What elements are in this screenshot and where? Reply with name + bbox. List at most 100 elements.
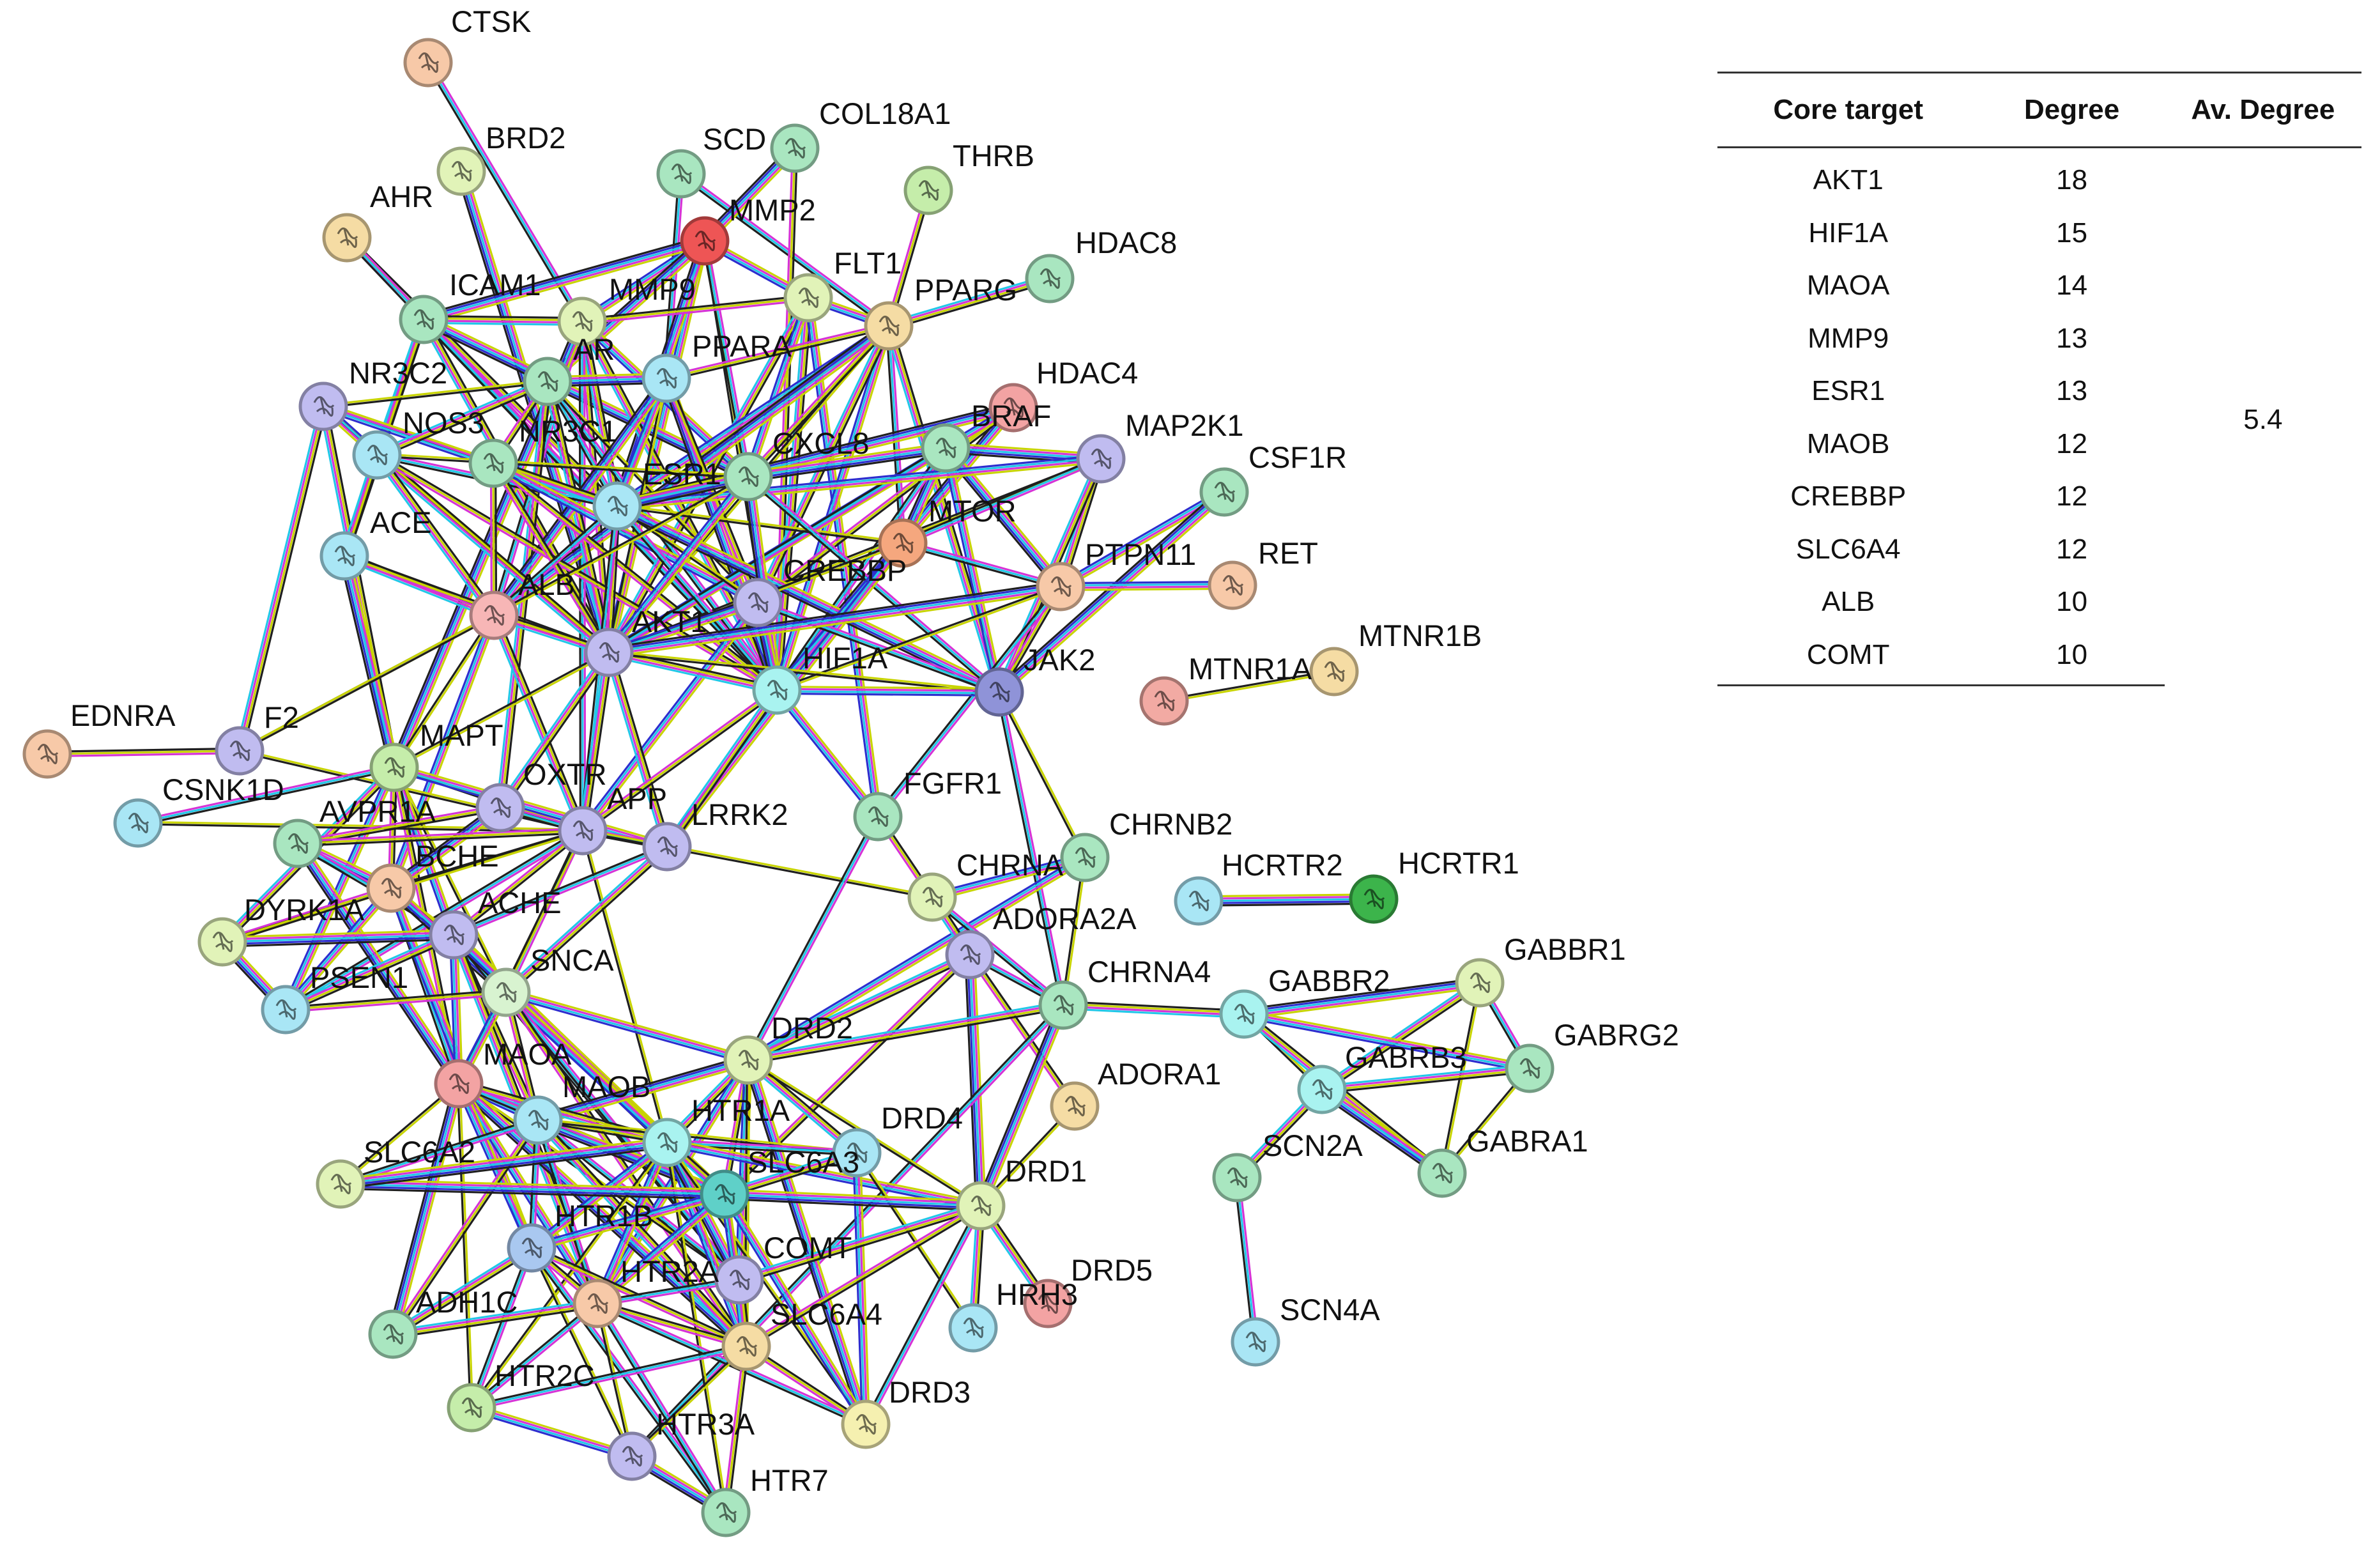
node-ptpn11[interactable]: PTPN11 xyxy=(1036,537,1196,612)
node-label-nr3c2: NR3C2 xyxy=(349,356,447,390)
node-scd[interactable]: SCD xyxy=(656,122,766,199)
node-fgfr1[interactable]: FGFR1 xyxy=(853,766,1002,842)
node-mmp2[interactable]: MMP2 xyxy=(680,193,816,266)
node-nos3[interactable]: NOS3 xyxy=(352,406,484,480)
node-hdac8[interactable]: HDAC8 xyxy=(1025,226,1177,304)
edge-strand xyxy=(582,321,620,506)
edge-strand xyxy=(1063,1003,1245,1014)
node-label-htr1a: HTR1A xyxy=(691,1093,790,1127)
node-slc6a4[interactable]: SLC6A4 xyxy=(721,1297,882,1371)
cell-degree: 15 xyxy=(2056,217,2088,249)
node-ppara[interactable]: PPARA xyxy=(641,329,792,403)
node-chrna4[interactable]: CHRNA4 xyxy=(1038,955,1211,1030)
node-drd1[interactable]: DRD1 xyxy=(956,1154,1087,1231)
node-adh1c[interactable]: ADH1C xyxy=(368,1285,518,1359)
node-ache[interactable]: ACHE xyxy=(429,886,562,960)
edge-strand xyxy=(608,652,999,695)
node-icam1[interactable]: ICAM1 xyxy=(399,268,541,344)
node-csnk1d[interactable]: CSNK1D xyxy=(113,773,284,848)
node-dyrk1a[interactable]: DYRK1A xyxy=(197,893,365,967)
node-drd4[interactable]: DRD4 xyxy=(832,1101,963,1178)
node-flt1[interactable]: FLT1 xyxy=(783,246,902,323)
node-maoa[interactable]: MAOA xyxy=(434,1037,572,1109)
node-adora2a[interactable]: ADORA2A xyxy=(945,902,1137,980)
node-f2[interactable]: F2 xyxy=(215,700,299,776)
node-drd3[interactable]: DRD3 xyxy=(841,1375,971,1449)
node-slc6a2[interactable]: SLC6A2 xyxy=(316,1135,475,1209)
node-label-hdac4: HDAC4 xyxy=(1036,356,1138,390)
edge-strand xyxy=(580,687,776,830)
protein-structure-icon xyxy=(572,820,594,841)
node-nr3c1[interactable]: NR3C1 xyxy=(468,414,617,488)
node-hdac4[interactable]: HDAC4 xyxy=(988,356,1138,433)
edge-strand xyxy=(1063,1001,1245,1012)
node-lrrk2[interactable]: LRRK2 xyxy=(642,797,788,872)
node-scn4a[interactable]: SCN4A xyxy=(1231,1293,1380,1367)
node-cxcl8[interactable]: CXCL8 xyxy=(723,426,870,502)
node-htr7[interactable]: HTR7 xyxy=(701,1463,829,1537)
node-hcrtr1[interactable]: HCRTR1 xyxy=(1349,846,1519,924)
node-ctsk[interactable]: CTSK xyxy=(403,4,531,88)
edge-DYRK1A-ACHE xyxy=(222,929,454,948)
node-pparg[interactable]: PPARG xyxy=(864,273,1017,351)
node-gabbr2[interactable]: GABBR2 xyxy=(1219,964,1390,1039)
node-scn2a[interactable]: SCN2A xyxy=(1212,1128,1363,1203)
node-oxtr[interactable]: OXTR xyxy=(475,757,607,833)
node-htr1b[interactable]: HTR1B xyxy=(507,1199,653,1273)
edge-strand xyxy=(339,1117,538,1183)
node-ar[interactable]: AR xyxy=(523,332,615,406)
node-adora1[interactable]: ADORA1 xyxy=(1050,1057,1221,1131)
node-gabrb3[interactable]: GABRB3 xyxy=(1297,1040,1467,1114)
node-nr3c2[interactable]: NR3C2 xyxy=(298,356,447,431)
node-app[interactable]: APP xyxy=(558,781,667,856)
node-csf1r[interactable]: CSF1R xyxy=(1199,440,1347,517)
node-map2k1[interactable]: MAP2K1 xyxy=(1076,408,1243,484)
node-snca[interactable]: SNCA xyxy=(481,943,614,1017)
node-chrnb2[interactable]: CHRNB2 xyxy=(1060,807,1232,882)
node-mtor[interactable]: MTOR xyxy=(878,494,1017,568)
node-hif1a[interactable]: HIF1A xyxy=(752,641,888,715)
cell-target: AKT1 xyxy=(1813,164,1884,196)
node-mapt[interactable]: MAPT xyxy=(369,718,503,792)
node-col18a1[interactable]: COL18A1 xyxy=(770,96,951,173)
node-htr2a[interactable]: HTR2A xyxy=(572,1254,719,1328)
node-mtnr1a[interactable]: MTNR1A xyxy=(1139,652,1312,726)
node-avpr1a[interactable]: AVPR1A xyxy=(273,794,436,868)
node-esr1[interactable]: ESR1 xyxy=(592,457,721,531)
node-crebbp[interactable]: CREBBP xyxy=(733,553,907,627)
node-htr1a[interactable]: HTR1A xyxy=(642,1093,790,1167)
edge-strand xyxy=(390,1118,537,1334)
node-brd2[interactable]: BRD2 xyxy=(436,121,565,196)
node-gabrg2[interactable]: GABRG2 xyxy=(1505,1018,1679,1093)
node-braf[interactable]: BRAF xyxy=(921,399,1051,473)
node-mmp9[interactable]: MMP9 xyxy=(557,272,696,346)
edge-strand xyxy=(966,955,980,1206)
node-htr3a[interactable]: HTR3A xyxy=(607,1407,755,1481)
node-psen1[interactable]: PSEN1 xyxy=(261,960,408,1035)
node-htr2c[interactable]: HTR2C xyxy=(447,1358,595,1433)
node-ret[interactable]: RET xyxy=(1208,536,1318,610)
node-gabra1[interactable]: GABRA1 xyxy=(1417,1124,1588,1198)
node-ahr[interactable]: AHR xyxy=(322,180,433,263)
node-ace[interactable]: ACE xyxy=(319,505,432,581)
node-gabbr1[interactable]: GABBR1 xyxy=(1455,932,1626,1008)
node-thrb[interactable]: THRB xyxy=(903,139,1034,215)
node-chrna[interactable]: CHRNA xyxy=(907,848,1064,922)
edge-AR-NOS3 xyxy=(375,377,549,459)
node-bche[interactable]: BCHE xyxy=(366,839,499,913)
edge-MTNR1B-MTNR1A xyxy=(1163,669,1335,704)
node-jak2[interactable]: JAK2 xyxy=(974,643,1095,717)
node-hcrtr2[interactable]: HCRTR2 xyxy=(1174,848,1343,926)
node-slc6a3[interactable]: SLC6A3 xyxy=(700,1145,859,1219)
edge-strand xyxy=(777,688,880,817)
node-drd5[interactable]: DRD5 xyxy=(1023,1253,1153,1328)
node-maob[interactable]: MAOB xyxy=(513,1070,650,1145)
node-akt1[interactable]: AKT1 xyxy=(584,604,707,677)
node-alb[interactable]: ALB xyxy=(469,567,575,640)
node-comt[interactable]: COMT xyxy=(714,1231,852,1305)
node-drd2[interactable]: DRD2 xyxy=(723,1011,853,1085)
node-hrh3[interactable]: HRH3 xyxy=(948,1277,1078,1353)
edge-CXCL8-AKT1 xyxy=(605,473,752,656)
node-mtnr1b[interactable]: MTNR1B xyxy=(1309,619,1482,697)
node-ednra[interactable]: EDNRA xyxy=(22,698,176,779)
